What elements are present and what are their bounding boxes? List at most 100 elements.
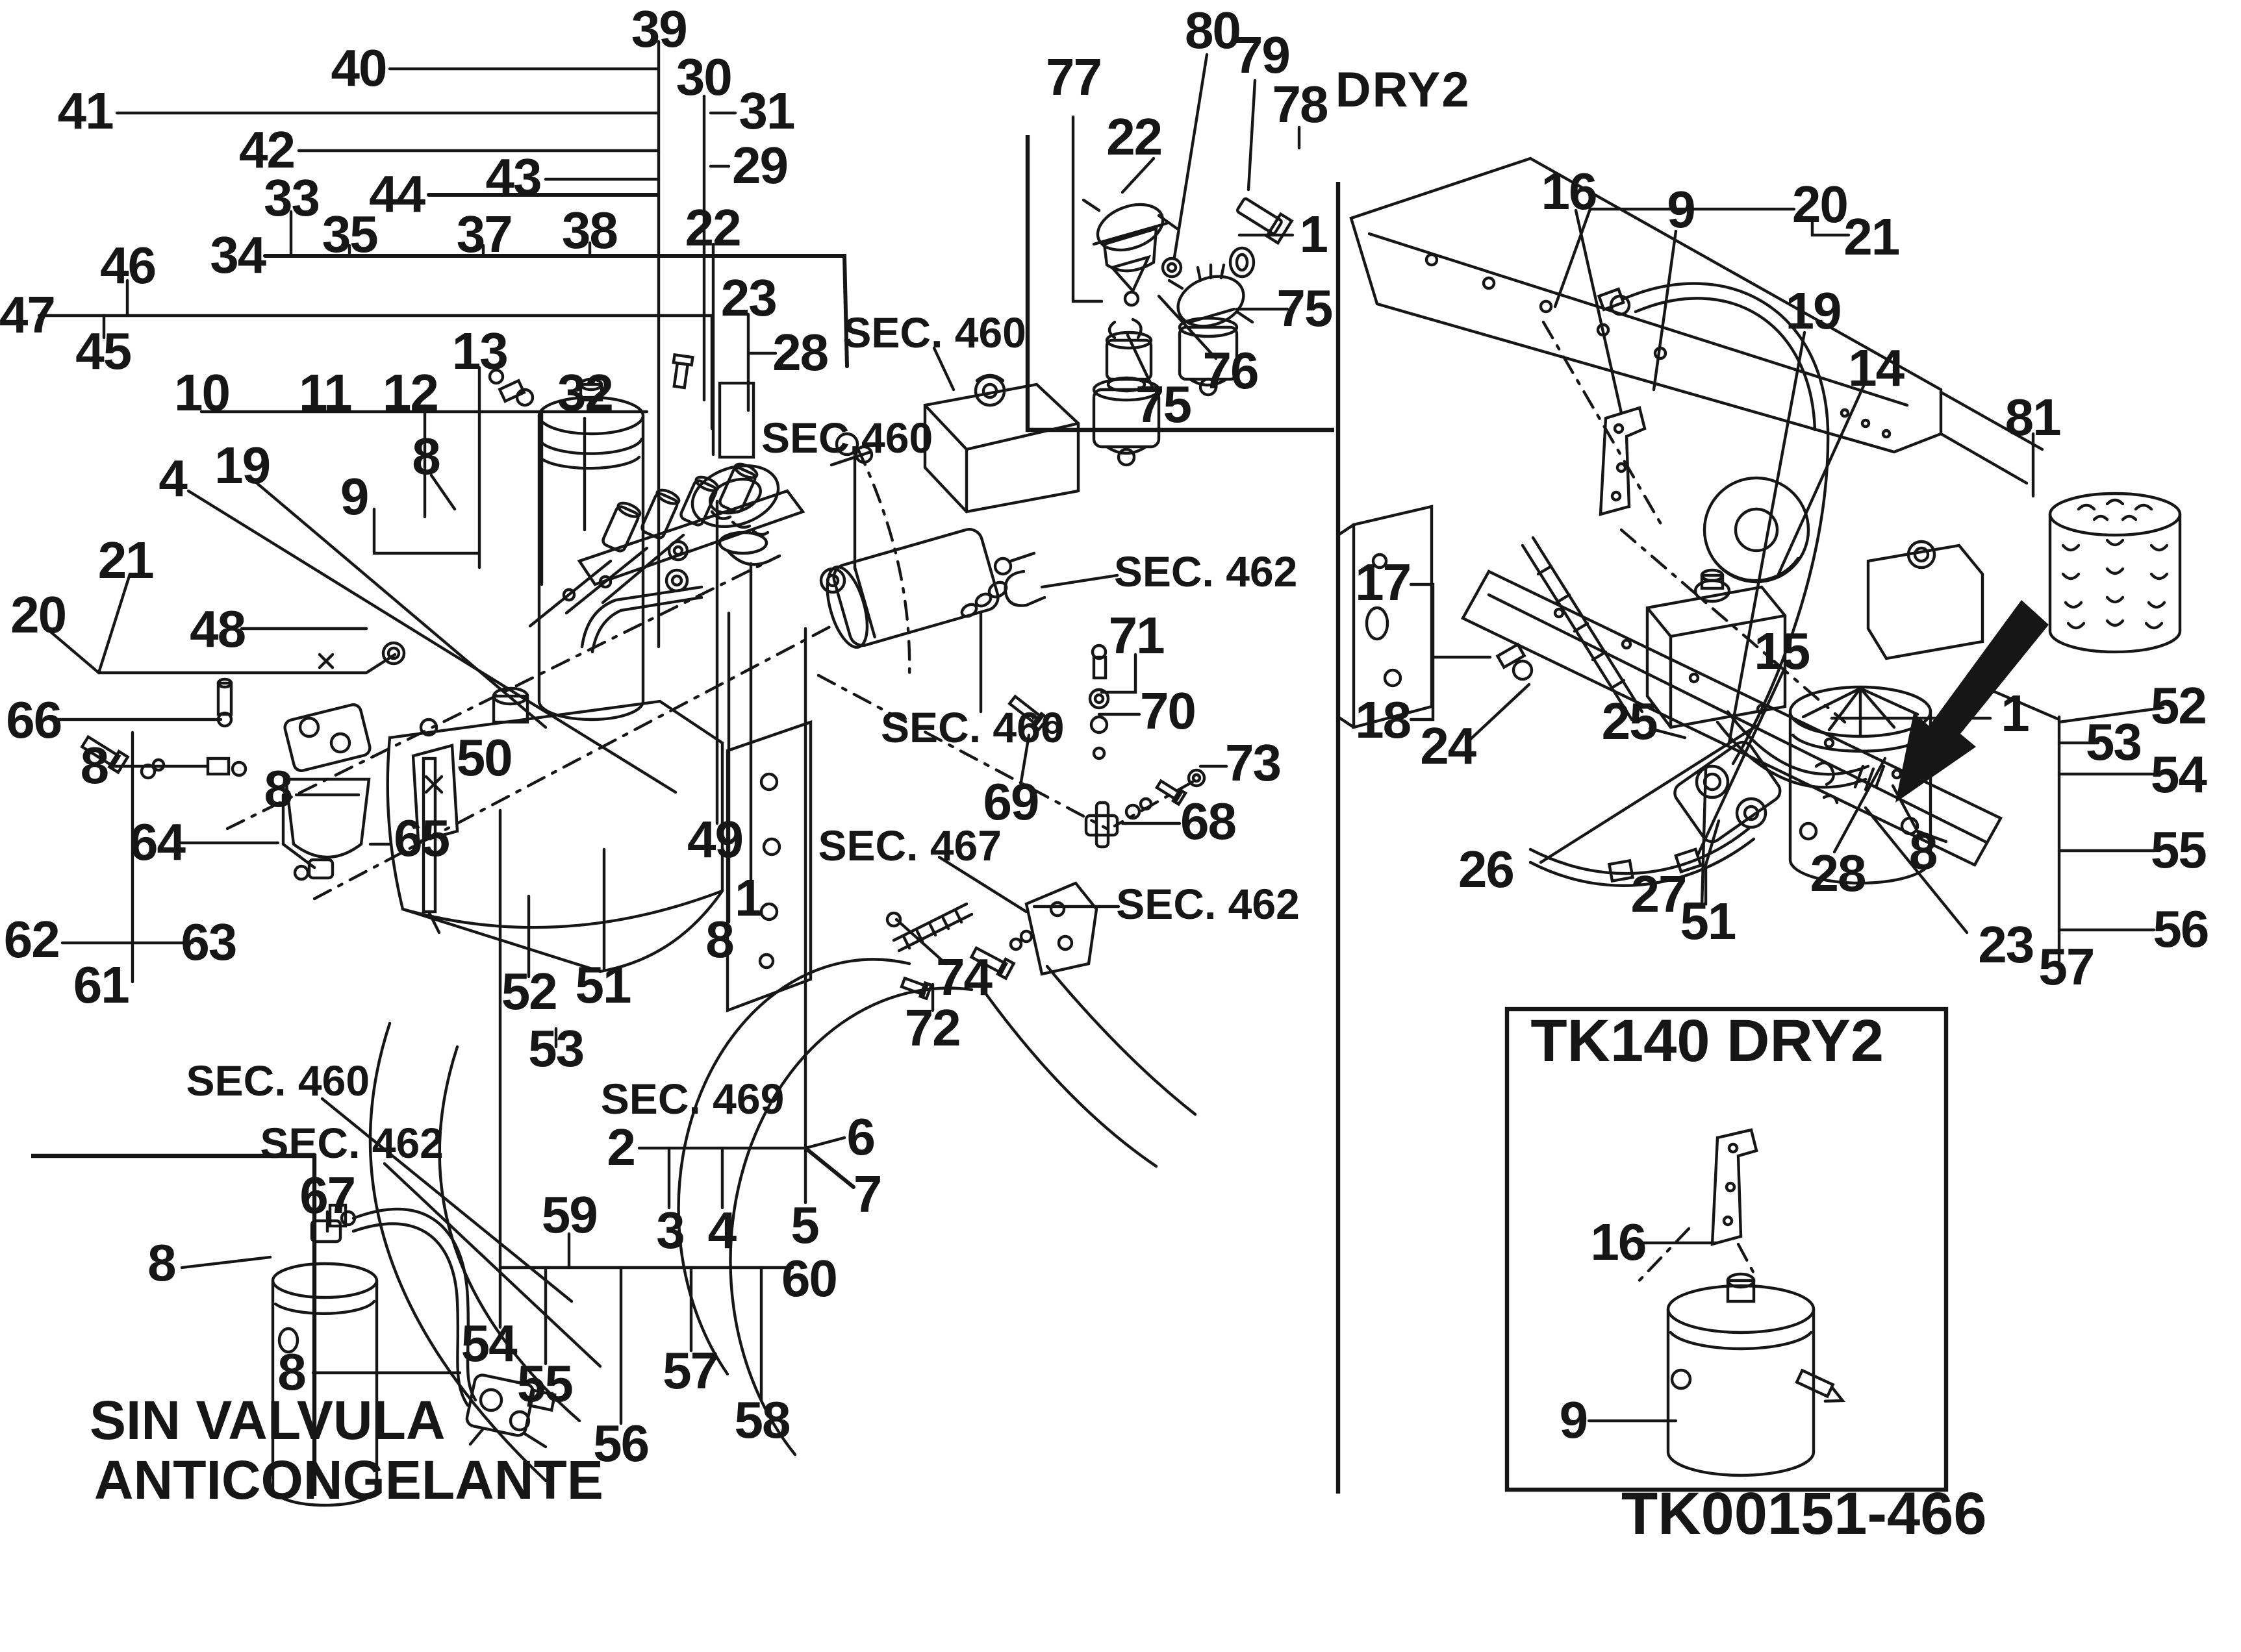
section-ref-sec-462: SEC. 462 bbox=[1113, 547, 1298, 596]
fluid-reservoir bbox=[923, 382, 1080, 514]
callout-6: 6 bbox=[846, 1109, 876, 1167]
reservoir-25 bbox=[1645, 585, 1787, 729]
callout-55: 55 bbox=[516, 1355, 574, 1413]
callout-25: 25 bbox=[1601, 693, 1658, 751]
callout-49: 49 bbox=[687, 812, 744, 870]
cross-member bbox=[1460, 569, 2003, 867]
callout-8: 8 bbox=[264, 761, 294, 819]
callout-70: 70 bbox=[1139, 683, 1196, 741]
callout-3: 3 bbox=[656, 1202, 685, 1260]
callout-29: 29 bbox=[732, 138, 789, 195]
callout-42: 42 bbox=[239, 121, 296, 179]
callout-8: 8 bbox=[80, 738, 110, 795]
callout-43: 43 bbox=[485, 149, 542, 207]
check-valve-cluster bbox=[1673, 740, 1782, 844]
callout-8: 8 bbox=[147, 1235, 177, 1293]
standpipe bbox=[718, 381, 755, 459]
callout-69: 69 bbox=[983, 774, 1039, 832]
callout-19: 19 bbox=[1785, 283, 1842, 341]
callout-24: 24 bbox=[1420, 718, 1476, 775]
alcohol-hose bbox=[351, 1207, 477, 1402]
tk140-inset-border bbox=[1504, 1007, 1949, 1492]
hose-26 bbox=[1528, 827, 1756, 887]
callout-8: 8 bbox=[277, 1344, 307, 1402]
callout-78: 78 bbox=[1272, 77, 1329, 134]
callout-62: 62 bbox=[3, 911, 60, 969]
callout-80: 80 bbox=[1184, 3, 1241, 60]
inset-title-sin-valvula: SIN VALVULA bbox=[90, 1389, 446, 1451]
callout-28: 28 bbox=[772, 325, 829, 382]
callout-33: 33 bbox=[264, 169, 320, 227]
callout-20: 20 bbox=[10, 587, 67, 645]
callout-1: 1 bbox=[1299, 206, 1328, 264]
callout-46: 46 bbox=[100, 237, 157, 295]
callout-68: 68 bbox=[1180, 794, 1237, 851]
callout-4: 4 bbox=[707, 1202, 737, 1260]
antifreeze-inset-drawing bbox=[271, 1203, 557, 1507]
wire-clip bbox=[1004, 569, 1046, 607]
callout-30: 30 bbox=[676, 49, 733, 106]
inset-title-tk140-dry2: TK140 DRY2 bbox=[1530, 1007, 1884, 1075]
callout-20: 20 bbox=[1792, 176, 1849, 234]
callout-53: 53 bbox=[528, 1020, 585, 1078]
callout-48: 48 bbox=[190, 601, 246, 658]
section-ref-sec-462: SEC. 462 bbox=[260, 1119, 444, 1168]
callout-60: 60 bbox=[781, 1250, 838, 1308]
callout-56: 56 bbox=[2153, 901, 2209, 959]
inset-title-tk00151-466: TK00151-466 bbox=[1621, 1479, 1987, 1547]
callout-79: 79 bbox=[1234, 27, 1291, 85]
antifreeze-inset-border bbox=[31, 1153, 317, 1496]
callout-75: 75 bbox=[1276, 280, 1333, 338]
callout-76: 76 bbox=[1202, 343, 1260, 401]
callout-59: 59 bbox=[541, 1187, 598, 1245]
callout-81: 81 bbox=[2005, 389, 2062, 447]
frame-bracket bbox=[1352, 505, 1434, 729]
callout-53: 53 bbox=[2085, 714, 2142, 772]
callout-54: 54 bbox=[2150, 746, 2207, 804]
governor-valve bbox=[690, 464, 780, 529]
callout-27: 27 bbox=[1630, 866, 1688, 924]
tk140-inset-drawing bbox=[1666, 1128, 1846, 1477]
section-ref-sec-460: SEC. 460 bbox=[186, 1056, 370, 1105]
callout-22: 22 bbox=[685, 199, 742, 257]
callout-67: 67 bbox=[299, 1167, 356, 1225]
reservoir-right bbox=[1866, 544, 1984, 660]
callout-54: 54 bbox=[461, 1316, 518, 1373]
section-ref-sec-462: SEC. 462 bbox=[1116, 879, 1300, 928]
callout-12: 12 bbox=[382, 364, 439, 422]
callout-51: 51 bbox=[575, 957, 632, 1015]
callout-38: 38 bbox=[561, 203, 618, 260]
callout-55: 55 bbox=[2150, 822, 2207, 880]
callout-1: 1 bbox=[2001, 685, 2030, 742]
callout-32: 32 bbox=[557, 364, 614, 422]
filter-kit-inset-border bbox=[1025, 135, 1334, 432]
callout-57: 57 bbox=[663, 1342, 719, 1400]
callout-47: 47 bbox=[0, 286, 56, 344]
section-ref-sec-460: SEC. 460 bbox=[881, 703, 1065, 751]
pointer-arrow bbox=[1895, 600, 2049, 803]
callout-4: 4 bbox=[158, 450, 188, 508]
callout-63: 63 bbox=[181, 914, 237, 972]
callout-5: 5 bbox=[791, 1197, 820, 1255]
callout-40: 40 bbox=[331, 40, 388, 98]
callout-14: 14 bbox=[1848, 340, 1905, 397]
callout-10: 10 bbox=[174, 364, 231, 422]
air-tank bbox=[386, 699, 724, 973]
governor-valve-kit bbox=[1176, 275, 1245, 328]
safety-valve bbox=[1096, 203, 1165, 252]
callout-19: 19 bbox=[214, 437, 271, 495]
callout-17: 17 bbox=[1355, 555, 1412, 612]
callout-77: 77 bbox=[1046, 49, 1102, 106]
callout-50: 50 bbox=[456, 729, 513, 787]
callout-1: 1 bbox=[735, 870, 764, 927]
callout-39: 39 bbox=[631, 1, 688, 58]
callout-35: 35 bbox=[322, 206, 379, 264]
callout-9: 9 bbox=[1667, 181, 1696, 239]
callout-61: 61 bbox=[73, 957, 130, 1015]
callout-65: 65 bbox=[394, 810, 450, 868]
air-cylinder bbox=[826, 528, 1000, 649]
callout-64: 64 bbox=[129, 814, 186, 871]
callout-28: 28 bbox=[1810, 845, 1867, 903]
